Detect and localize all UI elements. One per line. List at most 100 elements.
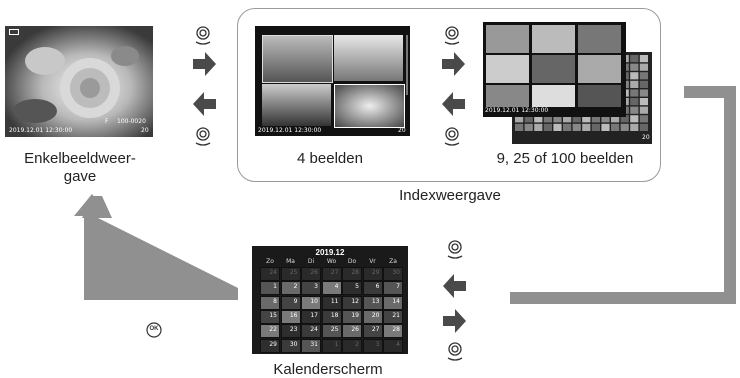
- calendar-label: Kalenderscherm: [273, 361, 383, 378]
- hundred-thumb: [630, 72, 639, 80]
- multi-timestamp: 2019.12.01 12:30:00: [485, 107, 549, 114]
- calendar-date-cell[interactable]: 4: [321, 281, 342, 296]
- nine-thumb: [486, 25, 529, 53]
- calendar-date-cell[interactable]: 15: [260, 309, 280, 324]
- hundred-thumb: [639, 55, 648, 63]
- calendar-date-cell[interactable]: 1: [321, 338, 342, 353]
- calendar-date-cell[interactable]: 19: [342, 309, 362, 324]
- calendar-date-cell[interactable]: 31: [301, 338, 321, 353]
- calendar-date-cell[interactable]: 26: [342, 324, 362, 339]
- calendar-date-cell[interactable]: 4: [383, 338, 403, 353]
- calendar-date-cell[interactable]: 1: [260, 281, 280, 296]
- calendar-date-cell[interactable]: 12: [342, 295, 362, 310]
- calendar-date-cell[interactable]: 14: [383, 295, 403, 310]
- nine-thumb: [532, 55, 575, 83]
- hundred-thumb: [630, 55, 639, 63]
- thumb-flamingos: [262, 35, 333, 83]
- calendar-date-cell[interactable]: 8: [260, 295, 280, 310]
- nine-thumb: [532, 85, 575, 107]
- dial-icon-6: [447, 342, 463, 361]
- dial-icon-2: [195, 127, 211, 146]
- hundred-thumb: [601, 115, 610, 123]
- calendar-date-cell[interactable]: 9: [280, 295, 301, 310]
- calendar-date-cell[interactable]: 24: [301, 324, 321, 339]
- calendar-date-cell[interactable]: 27: [362, 324, 383, 339]
- calendar-date-cell[interactable]: 28: [342, 267, 362, 281]
- four-scrollbar[interactable]: [406, 35, 408, 95]
- calendar-date-cell[interactable]: 18: [321, 309, 342, 324]
- calendar-day-header: Di: [307, 258, 315, 265]
- right-arrow-1: [193, 52, 216, 76]
- single-timestamp: 2019.12.01 12:30:00: [9, 127, 73, 134]
- calendar-date-cell[interactable]: 6: [362, 281, 383, 296]
- hundred-thumb: [639, 98, 648, 106]
- calendar-date-cell[interactable]: 30: [383, 267, 403, 281]
- hundred-thumb: [534, 115, 543, 123]
- calendar-date-cell[interactable]: 2: [280, 281, 301, 296]
- calendar-date-cell[interactable]: 28: [383, 324, 403, 339]
- hundred-thumb: [639, 106, 648, 114]
- hundred-thumb: [582, 115, 591, 123]
- calendar-date-cell[interactable]: 3: [301, 281, 321, 296]
- calendar-date-cell[interactable]: 5: [342, 281, 362, 296]
- multi-image-label: 9, 25 of 100 beelden: [496, 150, 634, 167]
- rose-photo: [5, 26, 153, 137]
- thumb-pier: [334, 35, 403, 81]
- hundred-thumb: [611, 123, 620, 131]
- hundred-thumb: [639, 80, 648, 88]
- hundred-thumb: [591, 123, 600, 131]
- hundred-thumb: [534, 123, 543, 131]
- calendar-date-cell[interactable]: 3: [362, 338, 383, 353]
- calendar-date-cell[interactable]: 17: [301, 309, 321, 324]
- up-arrow-head: [74, 194, 110, 216]
- dial-icon-4: [444, 127, 460, 146]
- calendar-date-cell[interactable]: 25: [280, 267, 301, 281]
- four-count: 20: [398, 127, 406, 134]
- calendar-date-cell[interactable]: 21: [383, 309, 403, 324]
- hundred-thumb: [639, 123, 648, 131]
- hundred-thumb: [591, 115, 600, 123]
- hundred-thumb: [543, 123, 552, 131]
- calendar-date-cell[interactable]: 29: [362, 267, 383, 281]
- left-arrow-1: [193, 92, 216, 116]
- path-calendar-to-single: [82, 196, 238, 288]
- hundred-thumb: [553, 123, 562, 131]
- calendar-date-cell[interactable]: 29: [260, 338, 280, 353]
- ok-button-label: OK: [149, 326, 159, 332]
- calendar-title: 2019.12: [315, 248, 345, 257]
- hundred-thumb: [630, 63, 639, 71]
- calendar-date-cell[interactable]: 25: [321, 324, 342, 339]
- index-view-label: Indexweergave: [399, 187, 501, 204]
- single-view-label: Enkelbeeldweer- gave: [24, 150, 136, 185]
- calendar-date-cell[interactable]: 11: [321, 295, 342, 310]
- thumb-mountain: [262, 84, 331, 126]
- hundred-thumb: [630, 89, 639, 97]
- four-timestamp: 2019.12.01 12:30:00: [258, 127, 322, 134]
- single-count: 20: [141, 127, 149, 134]
- hundred-thumb: [515, 115, 524, 123]
- calendar-date-cell[interactable]: 27: [321, 267, 342, 281]
- calendar-date-cell[interactable]: 16: [280, 309, 301, 324]
- hundred-thumb: [630, 123, 639, 131]
- hundred-thumb: [639, 89, 648, 97]
- calendar-date-cell[interactable]: 10: [301, 295, 321, 310]
- battery-icon: [9, 29, 19, 35]
- calendar-date-cell[interactable]: 23: [280, 324, 301, 339]
- hundred-thumb: [639, 63, 648, 71]
- hundred-thumb: [515, 123, 524, 131]
- single-file-number: 100-0020: [117, 118, 146, 125]
- calendar-day-header: Zo: [266, 258, 274, 265]
- four-image-screen: 2019.12.01 12:30:00 20: [255, 26, 410, 136]
- calendar-date-cell[interactable]: 7: [383, 281, 403, 296]
- calendar-date-cell[interactable]: 20: [362, 309, 383, 324]
- calendar-date-cell[interactable]: 30: [280, 338, 301, 353]
- calendar-date-cell[interactable]: 13: [362, 295, 383, 310]
- dial-icon-5: [447, 240, 463, 259]
- calendar-day-header: Vr: [369, 258, 376, 265]
- calendar-date-cell[interactable]: 26: [301, 267, 321, 281]
- calendar-date-cell[interactable]: 2: [342, 338, 362, 353]
- calendar-date-cell[interactable]: 24: [260, 267, 280, 281]
- hundred-thumb: [630, 98, 639, 106]
- calendar-date-cell[interactable]: 22: [260, 324, 280, 339]
